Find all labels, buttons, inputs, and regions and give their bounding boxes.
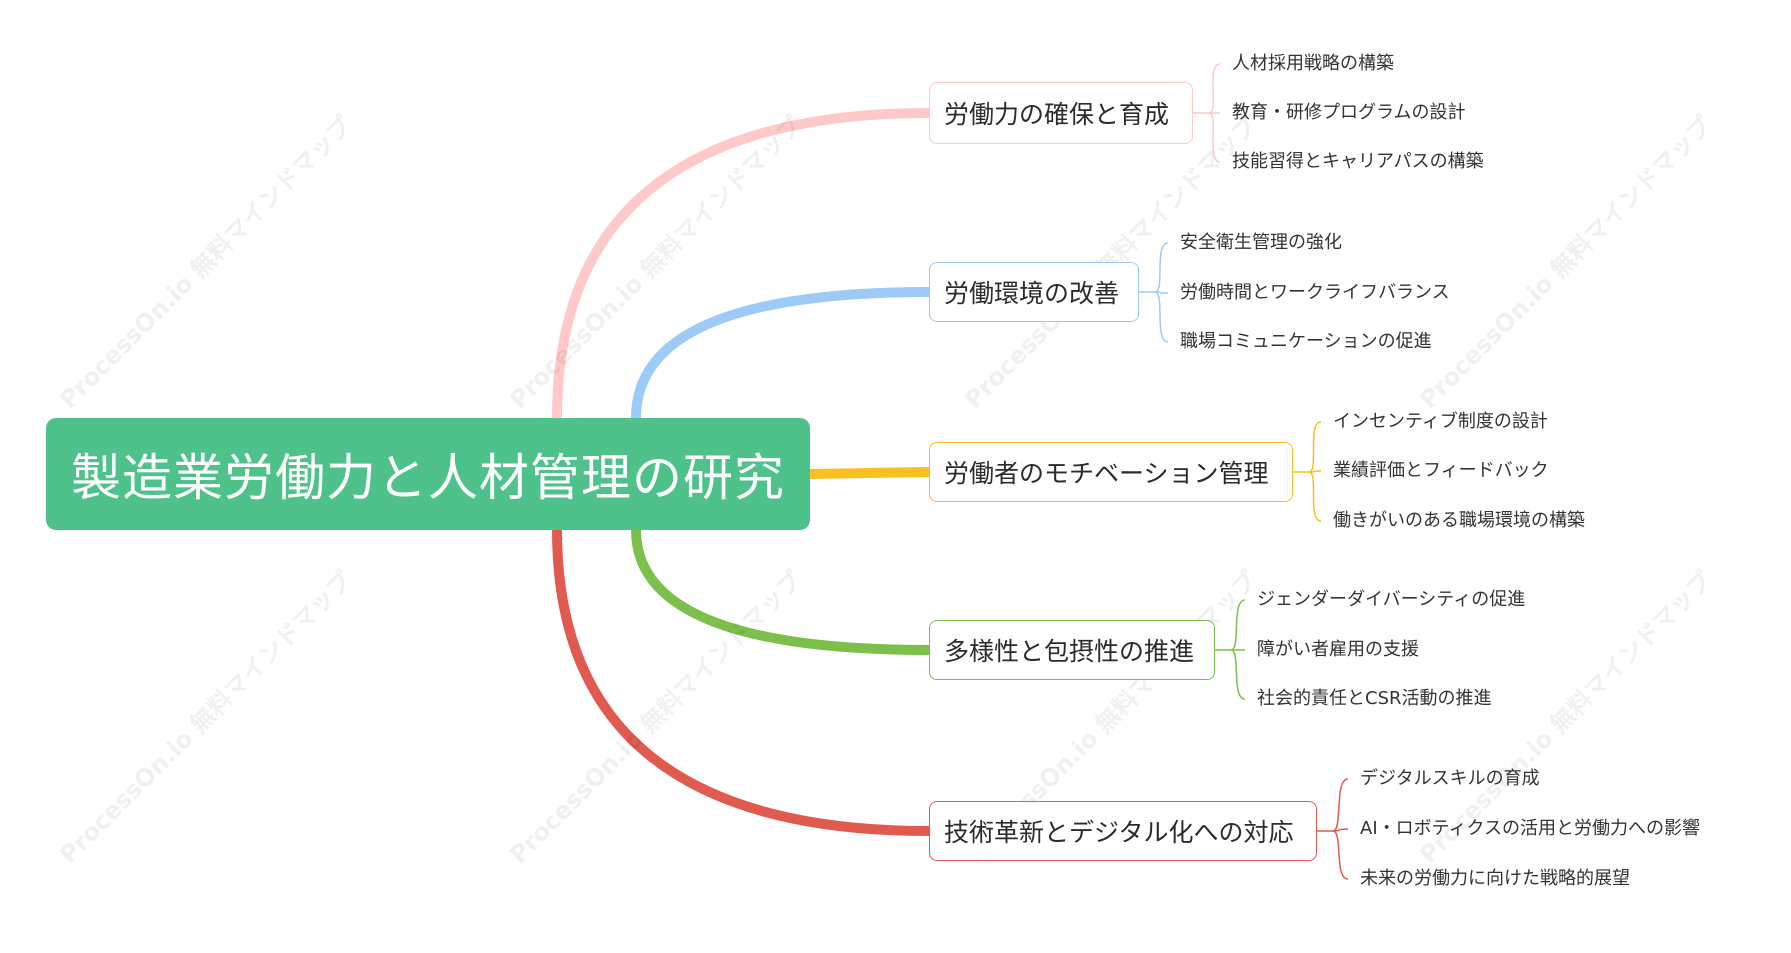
subtopic[interactable]: AI・ロボティクスの活用と労働力への影響 [1360,818,1701,839]
branch-topic-label: 多様性と包摂性の推進 [944,637,1195,666]
sub-connector [1208,112,1221,163]
sub-connector [1208,63,1221,114]
branch-connector [631,525,934,655]
central-topic[interactable]: 製造業労働力と人材管理の研究 [46,418,810,530]
subtopic[interactable]: ジェンダーダイバーシティの促進 [1257,589,1526,610]
sub-connector [1332,778,1349,832]
branch-topic[interactable]: 労働者のモチベーション管理 [929,442,1293,502]
subtopic[interactable]: 職場コミュニケーションの促進 [1180,331,1432,352]
branch-connector [805,467,934,479]
branch-topic-label: 労働者のモチベーション管理 [944,459,1269,488]
sub-connector [1308,471,1322,522]
branch-topic-label: 労働環境の改善 [944,279,1120,308]
sub-connector [1332,830,1349,880]
sub-connector [1308,421,1322,473]
subtopic[interactable]: 安全衛生管理の強化 [1180,232,1342,253]
subtopic[interactable]: 社会的責任とCSR活動の推進 [1257,688,1492,709]
subtopic[interactable]: 技能習得とキャリアパスの構築 [1232,151,1484,172]
subtopic[interactable]: 未来の労働力に向けた戦略的展望 [1360,868,1630,889]
subtopic[interactable]: 障がい者雇用の支援 [1257,639,1419,660]
sub-connector [1230,599,1246,651]
branch-topic[interactable]: 多様性と包摂性の推進 [929,620,1215,680]
subtopic[interactable]: 労働時間とワークライフバランス [1180,282,1450,303]
central-topic-label: 製造業労働力と人材管理の研究 [71,449,785,507]
subtopic[interactable]: 教育・研修プログラムの設計 [1232,102,1466,123]
subtopic[interactable]: 業績評価とフィードバック [1333,460,1549,481]
sub-connector [1230,649,1246,700]
sub-connector [1154,291,1169,343]
subtopic[interactable]: インセンティブ制度の設計 [1333,411,1548,432]
branch-connector [552,108,934,423]
branch-topic-label: 労働力の確保と育成 [944,100,1170,129]
sub-connector [1154,242,1169,293]
branch-topic[interactable]: 技術革新とデジタル化への対応 [929,801,1317,861]
subtopic[interactable]: デジタルスキルの育成 [1360,768,1540,789]
subtopic[interactable]: 働きがいのある職場環境の構築 [1333,510,1585,531]
branch-topic-label: 技術革新とデジタル化への対応 [944,818,1294,847]
subtopic[interactable]: 人材採用戦略の構築 [1232,53,1394,74]
branch-connector [631,287,934,423]
branch-topic[interactable]: 労働環境の改善 [929,262,1139,322]
branch-topic[interactable]: 労働力の確保と育成 [929,82,1193,144]
branch-connector [552,525,934,836]
